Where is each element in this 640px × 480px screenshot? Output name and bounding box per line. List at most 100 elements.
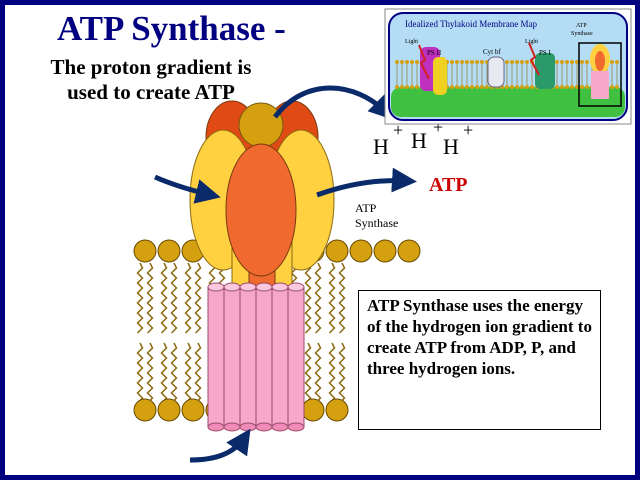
lipid-tail	[338, 342, 346, 409]
lipid-tail	[194, 262, 202, 334]
thylakoid-map-inset: Idealized Thylakoid Membrane Map Light P…	[384, 8, 632, 125]
rotor-subunit	[255, 286, 273, 428]
inset-lipid-head	[555, 85, 559, 89]
rotor-subunit	[223, 286, 241, 428]
inset-title: Idealized Thylakoid Membrane Map	[405, 19, 538, 29]
rotor-subunit-base	[271, 422, 289, 432]
inset-lipid-head	[515, 85, 519, 89]
inset-lipid-head	[450, 60, 454, 64]
inset-lipid-head	[415, 85, 419, 89]
lipid-tail	[304, 262, 312, 334]
inset-lipid-head	[585, 85, 589, 89]
lipid-head	[157, 239, 181, 263]
inset-lipid-head	[575, 85, 579, 89]
inset-lipid-head	[520, 85, 524, 89]
inset-lipid-head	[570, 60, 574, 64]
inset-lipid-head	[405, 85, 409, 89]
inset-lipid-head	[560, 85, 564, 89]
inset-lipid-head	[465, 60, 469, 64]
inset-lipid-head	[510, 60, 514, 64]
inset-lipid-head	[580, 60, 584, 64]
inset-lipid-head	[610, 85, 614, 89]
lipid-head	[301, 398, 325, 422]
inset-ps2-label: PS II	[427, 49, 442, 57]
slide-title: ATP Synthase -	[57, 9, 286, 48]
inset-ps1-label: PS I	[539, 49, 552, 57]
rotor-subunit-base	[207, 422, 225, 432]
inset-lipid-head	[460, 85, 464, 89]
inset-lipid-head	[570, 85, 574, 89]
inset-lipid-head	[585, 60, 589, 64]
inset-lipid-head	[615, 60, 619, 64]
lipid-tail	[314, 342, 322, 409]
lipid-tail	[146, 262, 154, 334]
inset-lipid-head	[400, 60, 404, 64]
inset-cyt	[487, 56, 505, 88]
slide-subtitle: The proton gradient is used to create AT…	[50, 55, 252, 104]
proton-2: H	[411, 128, 427, 153]
rotor-subunit	[271, 286, 289, 428]
enzyme-label-line1: ATP	[355, 201, 377, 215]
lipid-head	[397, 239, 421, 263]
inset-cyt-label: Cyt bf	[483, 48, 501, 56]
atp-arrow	[316, 167, 417, 198]
inset-lipid-head	[470, 85, 474, 89]
inset-lipid-head	[565, 60, 569, 64]
lipid-tail	[194, 342, 202, 409]
inset-lipid-head	[410, 60, 414, 64]
proton-3: H	[443, 134, 459, 159]
lipid-head	[373, 239, 397, 263]
inset-lipid-head	[395, 60, 399, 64]
inset-lipid-head	[555, 60, 559, 64]
proton-2-charge: +	[433, 117, 443, 137]
lipid-tail	[136, 342, 144, 409]
inset-lipid-head	[610, 60, 614, 64]
lipid-tail	[184, 262, 192, 334]
inset-lipid-head	[525, 60, 529, 64]
rotor-subunit-top	[255, 282, 273, 292]
proton-1-charge: +	[393, 120, 403, 140]
rotor-subunit-base	[239, 422, 257, 432]
proton-arrow-left	[153, 174, 221, 204]
inset-lipid-head	[575, 60, 579, 64]
lipid-tail	[136, 262, 144, 334]
inset-atp-label-2: Synthase	[571, 31, 593, 37]
inset-lumen	[391, 87, 625, 117]
atp-synthase-protein	[189, 100, 335, 432]
rotor-subunit-top	[207, 282, 225, 292]
inset-lipid-head	[455, 85, 459, 89]
slide: H + H + H + ATP ATP Synthase Id	[5, 5, 635, 475]
lipid-tail	[328, 262, 336, 334]
lipid-head	[133, 239, 157, 263]
explanation-callout: ATP Synthase uses the energy of the hydr…	[358, 290, 601, 430]
lipid-head	[157, 398, 181, 422]
protein-center	[225, 143, 297, 277]
inset-lipid-head	[475, 85, 479, 89]
lipid-head	[181, 398, 205, 422]
inset-lipid-head	[580, 85, 584, 89]
rotor-subunit	[287, 286, 305, 428]
lipid-tail	[328, 342, 336, 409]
inset-lipid-head	[400, 85, 404, 89]
lipid-tail	[304, 342, 312, 409]
inset-lipid-head	[480, 60, 484, 64]
inset-lipid-head	[395, 85, 399, 89]
rotor-subunit-top	[223, 282, 241, 292]
inset-ps1	[535, 53, 555, 89]
inset-lipid-head	[510, 85, 514, 89]
inset-lipid-head	[560, 60, 564, 64]
rotor-subunit-top	[239, 282, 257, 292]
inset-lipid-head	[480, 85, 484, 89]
membrane-rotor	[207, 282, 305, 432]
inset-lipid-head	[525, 85, 529, 89]
rotor-subunit	[239, 286, 257, 428]
atp-product-label: ATP	[429, 174, 468, 196]
lipid-head	[325, 239, 349, 263]
rotor-subunit	[207, 286, 225, 428]
protein-cap-top	[238, 102, 284, 148]
inset-lipid-head	[410, 85, 414, 89]
inset-lipid-head	[455, 60, 459, 64]
lipid-tail	[160, 262, 168, 334]
rotor-subunit-base	[223, 422, 241, 432]
lipid-tail	[314, 262, 322, 334]
